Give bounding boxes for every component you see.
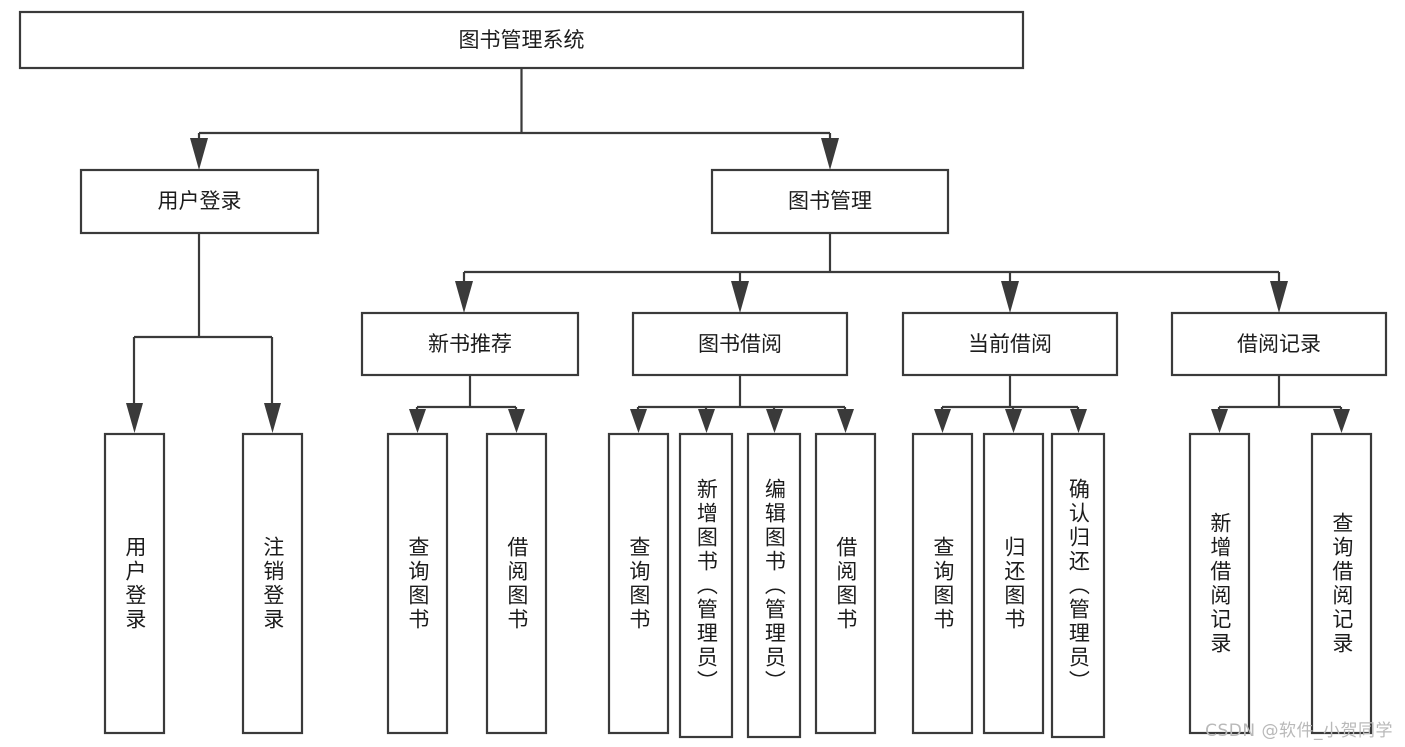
leaf-return-book-box[interactable] (982, 432, 1045, 735)
arrow-head-leaf-add-record (1211, 409, 1228, 433)
leaf-confirm-return-box[interactable] (1050, 432, 1106, 739)
leaf-borrow-book-1-box[interactable] (485, 432, 548, 735)
arrow-head-leaf-query-book-2 (630, 409, 647, 433)
arrow-head-leaf-query-book-3 (934, 409, 951, 433)
node-new-book-rec-label: 新书推荐 (428, 332, 512, 356)
leaf-query-book-3-box[interactable] (911, 432, 974, 735)
node-user-login[interactable]: 用户登录 (79, 168, 320, 235)
leaf-add-book-box[interactable] (678, 432, 734, 739)
arrow-head-book-mgmt (821, 138, 839, 170)
node-new-book-rec-box[interactable] (360, 311, 580, 377)
node-book-borrow-box[interactable] (631, 311, 849, 377)
arrow-head-borrow-record (1270, 281, 1288, 313)
connector-group-root (190, 68, 839, 170)
arrow-head-book-borrow (731, 281, 749, 313)
node-current-borrow-box[interactable] (901, 311, 1119, 377)
arrow-head-leaf-user-login (126, 403, 143, 433)
node-borrow-record-label: 借阅记录 (1237, 332, 1321, 356)
node-book-mgmt-label: 图书管理 (788, 189, 872, 213)
arrow-head-leaf-confirm-return (1070, 409, 1087, 433)
arrow-head-leaf-edit-book (766, 409, 783, 433)
arrow-head-current-borrow (1001, 281, 1019, 313)
node-root[interactable]: 图书管理系统 (18, 10, 1025, 70)
connector-group-borrow-record (1211, 375, 1350, 433)
connector-group-user-login (126, 233, 281, 433)
node-user-login-label: 用户登录 (158, 189, 242, 213)
node-borrow-record[interactable]: 借阅记录 (1170, 311, 1388, 377)
node-book-mgmt-box[interactable] (710, 168, 950, 235)
connector-group-new-book-rec (409, 375, 525, 433)
watermark: CSDN @软件_小贺同学 (1205, 721, 1393, 741)
arrow-head-leaf-add-book (698, 409, 715, 433)
arrow-head-leaf-borrow-book-2 (837, 409, 854, 433)
node-book-mgmt[interactable]: 图书管理 (710, 168, 950, 235)
arrow-head-new-book-rec (455, 281, 473, 313)
arrow-head-leaf-query-record (1333, 409, 1350, 433)
node-current-borrow-label: 当前借阅 (968, 332, 1052, 356)
arrow-head-leaf-query-book-1 (409, 409, 426, 433)
node-book-borrow-label: 图书借阅 (698, 332, 782, 356)
leaf-add-record-box[interactable] (1188, 432, 1251, 735)
connector-group-book-mgmt (455, 233, 1288, 313)
leaf-query-record-box[interactable] (1310, 432, 1373, 735)
arrow-head-leaf-borrow-book-1 (508, 409, 525, 433)
node-book-borrow[interactable]: 图书借阅 (631, 311, 849, 377)
node-current-borrow[interactable]: 当前借阅 (901, 311, 1119, 377)
leaf-query-book-2-box[interactable] (607, 432, 670, 735)
arrow-head-leaf-logout (264, 403, 281, 433)
leaf-edit-book-box[interactable] (746, 432, 802, 739)
node-user-login-box[interactable] (79, 168, 320, 235)
connector-group-current-borrow (934, 375, 1087, 433)
arrow-head-user-login (190, 138, 208, 170)
arrow-head-leaf-return-book (1005, 409, 1022, 433)
leaf-node-group (103, 432, 1373, 739)
node-root-label: 图书管理系统 (459, 28, 585, 52)
node-root-box[interactable] (18, 10, 1025, 70)
node-borrow-record-box[interactable] (1170, 311, 1388, 377)
leaf-borrow-book-2-box[interactable] (814, 432, 877, 735)
node-new-book-rec[interactable]: 新书推荐 (360, 311, 580, 377)
leaf-logout-box[interactable] (241, 432, 304, 735)
leaf-user-login-box[interactable] (103, 432, 166, 735)
leaf-query-book-1-box[interactable] (386, 432, 449, 735)
connector-group-book-borrow (630, 375, 854, 433)
